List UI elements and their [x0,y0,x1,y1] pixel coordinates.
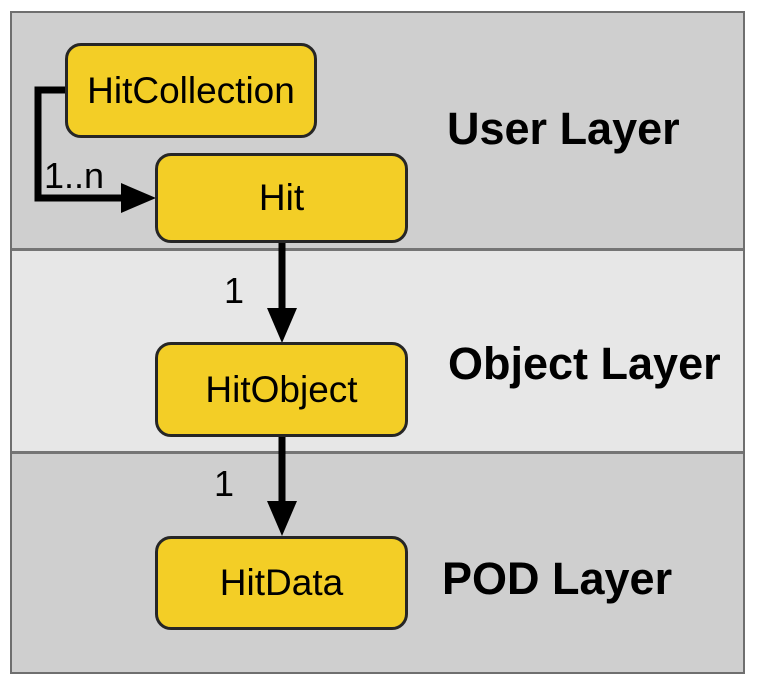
node-label-hitcollection: HitCollection [87,69,295,111]
node-hit: Hit [155,153,408,243]
node-hitdata: HitData [155,536,408,630]
multiplicity-label-hit-hitobject: 1 [224,270,245,311]
layer-label-object: Object Layer [448,338,721,389]
node-label-hitobject: HitObject [205,368,358,410]
node-label-hitdata: HitData [219,562,344,603]
multiplicity-label-hitobject-hitdata: 1 [214,463,235,504]
multiplicity-label-hitcollection-hit: 1..n [44,155,105,196]
node-label-hit: Hit [258,177,305,218]
layer-label-pod: POD Layer [442,553,673,604]
layer-divider-user-object [10,248,745,251]
layer-divider-object-pod [10,451,745,454]
node-hitcollection: HitCollection [65,43,317,138]
node-hitobject: HitObject [155,342,408,437]
layer-label-user: User Layer [447,103,680,154]
